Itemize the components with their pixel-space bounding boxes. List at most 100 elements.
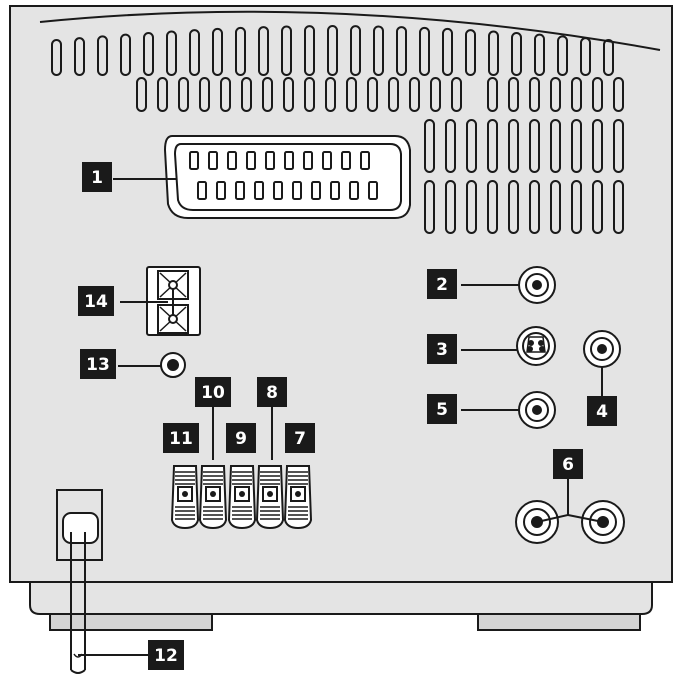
vent-slot	[466, 119, 477, 173]
callout-label: 10	[201, 383, 225, 403]
scart-pin	[284, 151, 294, 170]
vent-slot	[442, 27, 453, 76]
scart-pin	[311, 181, 321, 200]
speaker-terminal-11[interactable]	[170, 465, 200, 530]
scart-pin	[292, 181, 302, 200]
vent-slot	[367, 77, 378, 112]
vent-slot	[283, 77, 294, 112]
scart-pin	[254, 181, 264, 200]
scart-pin	[349, 181, 359, 200]
vent-slot	[603, 39, 614, 76]
speaker-terminal-group	[170, 465, 313, 530]
mini-jack-13[interactable]	[160, 352, 186, 378]
callout-badge-4: 4	[587, 396, 617, 426]
vent-slot	[304, 77, 315, 112]
callout-label: 6	[562, 455, 574, 475]
vent-slot	[550, 119, 561, 173]
speaker-terminal-10[interactable]	[198, 465, 228, 530]
foot-right	[477, 613, 641, 631]
scart-pin	[235, 181, 245, 200]
scart-pin	[189, 151, 199, 170]
vent-slot	[136, 77, 147, 112]
rca-jack-4[interactable]	[583, 330, 621, 368]
vent-slot	[613, 180, 624, 234]
vent-slot	[388, 77, 399, 112]
callout-badge-2: 2	[427, 269, 457, 299]
vent-slot	[445, 180, 456, 234]
callout-label: 4	[596, 402, 608, 422]
speaker-terminal-7[interactable]	[283, 465, 313, 530]
vent-slot	[445, 119, 456, 173]
scart-pin	[273, 181, 283, 200]
callout-label: 3	[436, 340, 448, 360]
callout-leader-lines	[78, 178, 604, 656]
callout-label: 8	[266, 383, 278, 403]
callout-badge-11: 11	[163, 423, 199, 453]
vent-slot	[199, 77, 210, 112]
callout-badge-5: 5	[427, 394, 457, 424]
vent-slot	[258, 26, 269, 77]
callout-badge-10: 10	[195, 377, 231, 407]
callout-label: 7	[294, 429, 306, 449]
foot-left	[49, 613, 213, 631]
callout-label: 2	[436, 275, 448, 295]
vent-slot	[325, 77, 336, 112]
scart-pin	[341, 151, 351, 170]
vent-slot	[373, 25, 384, 76]
base-stand	[29, 582, 653, 631]
power-cord[interactable]	[56, 489, 103, 674]
callout-label: 14	[84, 292, 108, 312]
vent-slot	[534, 33, 545, 76]
vent-slot	[511, 32, 522, 76]
vent-slot	[409, 77, 420, 112]
vent-slot	[508, 119, 519, 173]
scart-pin	[330, 181, 340, 200]
vent-slot	[346, 77, 357, 112]
vent-slot	[304, 25, 315, 76]
vent-slot	[557, 35, 568, 76]
vent-slot	[241, 77, 252, 112]
vent-slot	[143, 32, 154, 76]
vent-slot	[51, 39, 62, 76]
vent-slot	[487, 77, 498, 112]
vent-slot	[396, 26, 407, 77]
callout-badge-7: 7	[285, 423, 315, 453]
s-video-jack[interactable]	[516, 326, 556, 366]
callout-badge-1: 1	[82, 162, 112, 192]
vent-slot	[327, 25, 338, 76]
vent-slot	[235, 26, 246, 76]
callout-label: 11	[169, 429, 193, 449]
callout-badge-9: 9	[226, 423, 256, 453]
vent-slot	[571, 77, 582, 112]
fm-antenna-terminal[interactable]	[146, 266, 201, 336]
vent-slot	[189, 29, 200, 76]
scart-pin	[322, 151, 332, 170]
vent-slot	[430, 77, 441, 112]
vent-slot	[529, 119, 540, 173]
vent-slot	[212, 27, 223, 76]
vent-slot	[157, 77, 168, 112]
vent-slot	[120, 33, 131, 76]
vent-slot	[488, 30, 499, 76]
vent-slot	[592, 119, 603, 173]
vent-slot	[580, 37, 591, 76]
vent-slot	[613, 77, 624, 112]
rca-jack-5[interactable]	[518, 391, 556, 429]
vent-slot	[220, 77, 231, 112]
scart-connector[interactable]	[163, 135, 411, 219]
vent-slot	[465, 29, 476, 76]
callout-badge-12: 12	[148, 640, 184, 670]
speaker-terminal-9[interactable]	[227, 465, 257, 530]
vent-row-top	[51, 25, 614, 77]
vent-slot	[166, 30, 177, 76]
scart-pin	[360, 151, 370, 170]
scart-pin	[208, 151, 218, 170]
callout-label: 5	[436, 400, 448, 420]
scart-pin	[227, 151, 237, 170]
vent-slot	[350, 25, 361, 76]
vent-slot	[550, 180, 561, 234]
speaker-terminal-8[interactable]	[255, 465, 285, 530]
rca-jack-2[interactable]	[518, 266, 556, 304]
panel-top-curve	[39, 10, 661, 51]
